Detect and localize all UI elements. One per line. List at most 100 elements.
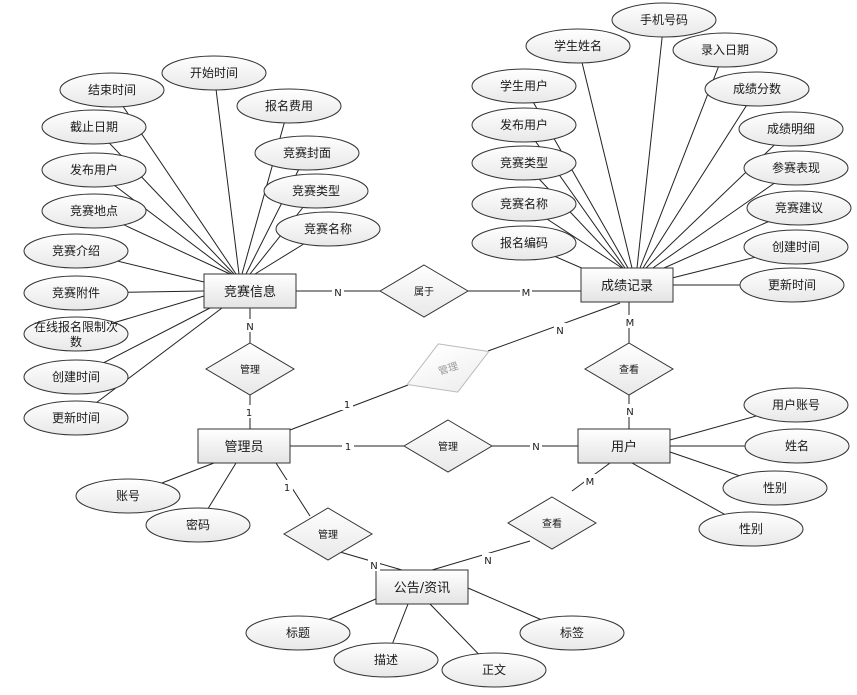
connector-line xyxy=(577,45,633,269)
attribute-u-name: 姓名 xyxy=(744,428,850,464)
relationship-diamond xyxy=(403,419,493,473)
attribute-location: 竞赛地点 xyxy=(41,193,147,229)
attribute-label: 用户账号 xyxy=(772,397,820,412)
attribute-ellipse xyxy=(743,387,849,423)
attribute-intro: 竞赛介绍 xyxy=(23,233,129,269)
relationship-label: 查看 xyxy=(619,363,639,376)
attribute-ellipse xyxy=(41,193,147,229)
entity-label: 竞赛信息 xyxy=(224,284,276,300)
relationship-diamond xyxy=(584,342,674,396)
relationship-label: 管理 xyxy=(318,528,338,541)
attribute-ellipse xyxy=(698,511,804,547)
entity-label: 管理员 xyxy=(224,440,263,455)
cardinality-bg xyxy=(530,439,542,452)
cardinality-bg xyxy=(342,439,354,452)
attribute-cover: 竞赛封面 xyxy=(254,135,360,171)
entity-competition: 竞赛信息 xyxy=(203,273,297,309)
attribute-title: 标题 xyxy=(245,615,351,651)
attribute-label: 成绩明细 xyxy=(767,122,815,136)
cardinality-label: M xyxy=(522,288,531,299)
attribute-password: 密码 xyxy=(145,507,251,543)
attribute-ellipse xyxy=(525,28,631,64)
attribute-publisher: 发布用户 xyxy=(41,152,147,188)
attribute-u-gender1: 性别 xyxy=(722,470,828,506)
attribute-label: 标题 xyxy=(286,626,310,640)
attribute-label: 竞赛封面 xyxy=(283,145,331,160)
entity-admin: 管理员 xyxy=(197,428,291,464)
attribute-ellipse xyxy=(41,152,147,188)
attribute-account: 账号 xyxy=(75,478,181,514)
attribute-ellipse xyxy=(161,55,267,91)
attribute-label: 学生用户 xyxy=(500,78,548,93)
attribute-label: 姓名 xyxy=(785,438,809,453)
entity-box xyxy=(203,273,297,309)
attribute-start-time: 开始时间 xyxy=(161,55,267,91)
attribute-s-comp-type: 竞赛类型 xyxy=(471,145,577,181)
relationship-diamond xyxy=(507,496,597,550)
relationship-diamond xyxy=(205,342,295,396)
attribute-label: 截止日期 xyxy=(70,120,118,134)
cardinality-bg xyxy=(332,285,344,298)
attribute-ellipse xyxy=(23,359,129,395)
connector-line xyxy=(93,169,233,275)
attribute-ellipse xyxy=(738,111,844,147)
attribute-label: 手机号码 xyxy=(640,13,688,27)
relationship-manage-score: 管理 xyxy=(406,343,490,393)
attribute-ellipse xyxy=(59,72,165,108)
attribute-label: 结束时间 xyxy=(88,83,136,97)
attribute-label: 录入日期 xyxy=(701,43,749,57)
connector-line xyxy=(649,167,797,271)
attribute-label: 更新时间 xyxy=(768,277,816,292)
diagram-shapes: 竞赛信息成绩记录管理员用户公告/资讯属于管理管理查看管理管理查看结束时间开始时间… xyxy=(23,2,852,688)
attribute-s-create: 创建时间 xyxy=(743,229,849,265)
cardinality-bg xyxy=(624,404,636,417)
attribute-label: 账号 xyxy=(116,489,140,503)
attribute-entry-date: 录入日期 xyxy=(672,32,778,68)
attribute-s-comp-name: 竞赛名称 xyxy=(471,186,577,222)
cardinality-bg xyxy=(624,315,636,328)
attribute-label: 发布用户 xyxy=(70,162,118,177)
attribute-label: 性别 xyxy=(763,481,787,495)
attribute-ellipse xyxy=(471,225,577,261)
cardinality-label: N xyxy=(532,442,539,453)
connector-line xyxy=(245,152,308,275)
attribute-label: 竞赛类型 xyxy=(292,183,340,198)
cardinality-bg xyxy=(554,323,566,336)
cardinality-label: M xyxy=(626,318,635,329)
cardinality-bg xyxy=(368,558,380,571)
attribute-ellipse xyxy=(23,275,129,311)
attribute-ellipse xyxy=(236,88,342,124)
entity-box xyxy=(577,428,671,464)
attribute-ellipse xyxy=(254,135,360,171)
attribute-stu-user: 学生用户 xyxy=(471,68,577,104)
attribute-ellipse xyxy=(245,615,351,651)
entity-notice: 公告/资讯 xyxy=(375,569,469,605)
cardinality-bg xyxy=(341,397,353,410)
attribute-points: 成绩分数 xyxy=(704,71,810,107)
connector-line xyxy=(645,128,792,269)
cardinality-bg xyxy=(584,474,596,487)
attribute-ellipse xyxy=(519,615,625,651)
entity-user: 用户 xyxy=(577,428,671,464)
attribute-ellipse xyxy=(333,642,439,678)
attribute-label: 更新时间 xyxy=(52,410,100,425)
relationship-diamond xyxy=(379,264,469,318)
attribute-label: 竞赛地点 xyxy=(70,203,118,218)
connector-line xyxy=(75,307,223,419)
attribute-label: 竞赛名称 xyxy=(500,196,548,211)
attribute-label: 发布用户 xyxy=(500,117,548,132)
attribute-label: 学生姓名 xyxy=(554,38,602,53)
attribute-s-update: 更新时间 xyxy=(739,267,845,303)
entity-score: 成绩记录 xyxy=(580,267,674,303)
cardinality-bg xyxy=(482,553,494,566)
attribute-phone: 手机号码 xyxy=(611,2,717,38)
relationship-manage-comp: 管理 xyxy=(205,342,295,396)
relationship-label: 管理 xyxy=(240,363,260,376)
relationship-manage-user: 管理 xyxy=(403,419,493,473)
relationship-manage-notice: 管理 xyxy=(283,507,373,561)
cardinality-label: N xyxy=(484,556,491,567)
relationship-view-notice: 查看 xyxy=(507,496,597,550)
attribute-ellipse xyxy=(743,229,849,265)
attribute-ellipse xyxy=(744,428,850,464)
entity-box xyxy=(197,428,291,464)
